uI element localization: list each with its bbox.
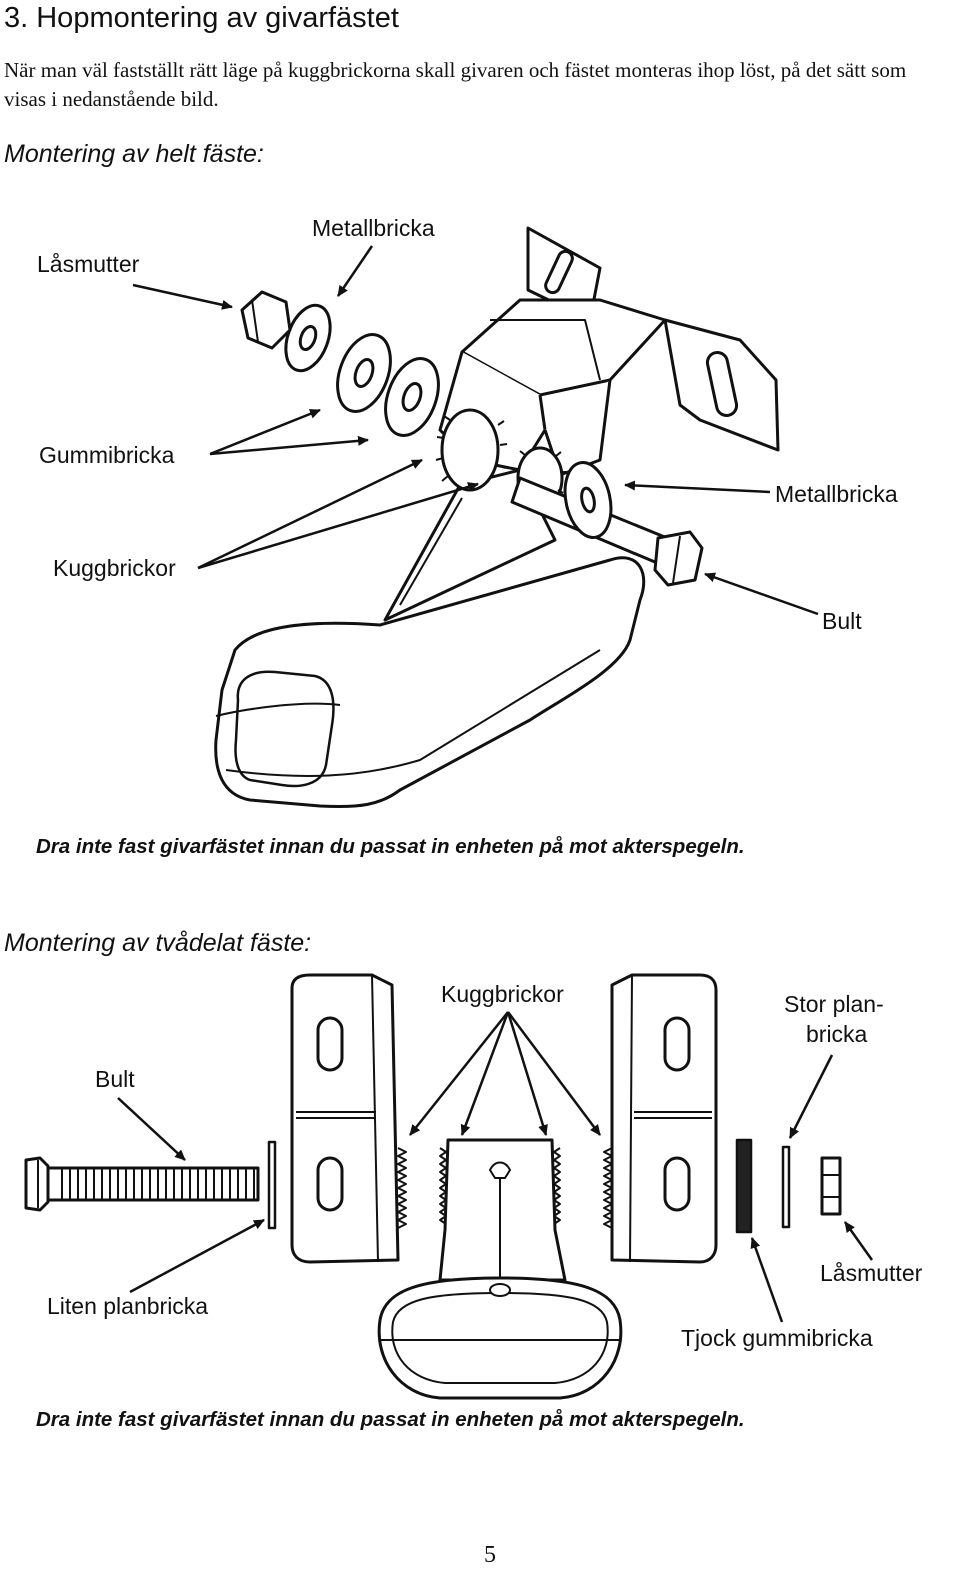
figure2-subheading: Montering av tvådelat fäste: bbox=[4, 929, 312, 957]
label-thick-rubber-washer: Tjock gummibricka bbox=[681, 1325, 873, 1351]
label-metal-washer-top: Metallbricka bbox=[312, 215, 435, 241]
label-gear-washers-fig2: Kuggbrickor bbox=[441, 981, 564, 1007]
label-large-flat-washer-line1: Stor plan- bbox=[784, 991, 884, 1017]
label-large-flat-washer-line2: bricka bbox=[806, 1021, 868, 1047]
figure1-drawing bbox=[214, 226, 780, 809]
section-heading: 3. Hopmontering av givarfästet bbox=[4, 2, 399, 34]
lock-nut-fig1 bbox=[240, 290, 292, 350]
figure1-leaders bbox=[132, 245, 819, 616]
transducer-body bbox=[214, 556, 646, 809]
bolt-fig2 bbox=[24, 1156, 260, 1212]
mounting-bracket bbox=[438, 226, 780, 477]
large-flat-washer bbox=[781, 1145, 791, 1229]
transducer-center bbox=[377, 1138, 623, 1400]
page-number: 5 bbox=[484, 1542, 496, 1568]
label-small-flat-washer: Liten planbricka bbox=[47, 1293, 208, 1319]
label-lock-nut: Låsmutter bbox=[37, 251, 140, 277]
lock-nut-fig2 bbox=[820, 1156, 842, 1216]
label-lock-nut-fig2: Låsmutter bbox=[820, 1260, 923, 1286]
label-metal-washer-right: Metallbricka bbox=[775, 481, 898, 507]
figure1-caption: Dra inte fast givarfästet innan du passa… bbox=[36, 835, 745, 858]
metal-washer-right bbox=[563, 461, 613, 539]
small-flat-washer bbox=[267, 1140, 277, 1230]
figure1-subheading: Montering av helt fäste: bbox=[4, 140, 264, 168]
bracket-right-half bbox=[603, 973, 718, 1264]
figure2-drawing bbox=[24, 973, 842, 1400]
figure2-leaders bbox=[117, 1011, 874, 1323]
label-rubber-washer: Gummibricka bbox=[39, 442, 175, 468]
intro-paragraph: När man väl fastställt rätt läge på kugg… bbox=[4, 58, 907, 111]
thick-rubber-washer bbox=[735, 1138, 753, 1234]
label-bolt-fig2: Bult bbox=[95, 1066, 135, 1092]
label-bolt: Bult bbox=[822, 608, 862, 634]
left-washers bbox=[284, 303, 440, 437]
figure2-caption: Dra inte fast givarfästet innan du passa… bbox=[36, 1408, 745, 1431]
label-gear-washers: Kuggbrickor bbox=[53, 555, 176, 581]
bracket-left-half bbox=[290, 973, 407, 1264]
